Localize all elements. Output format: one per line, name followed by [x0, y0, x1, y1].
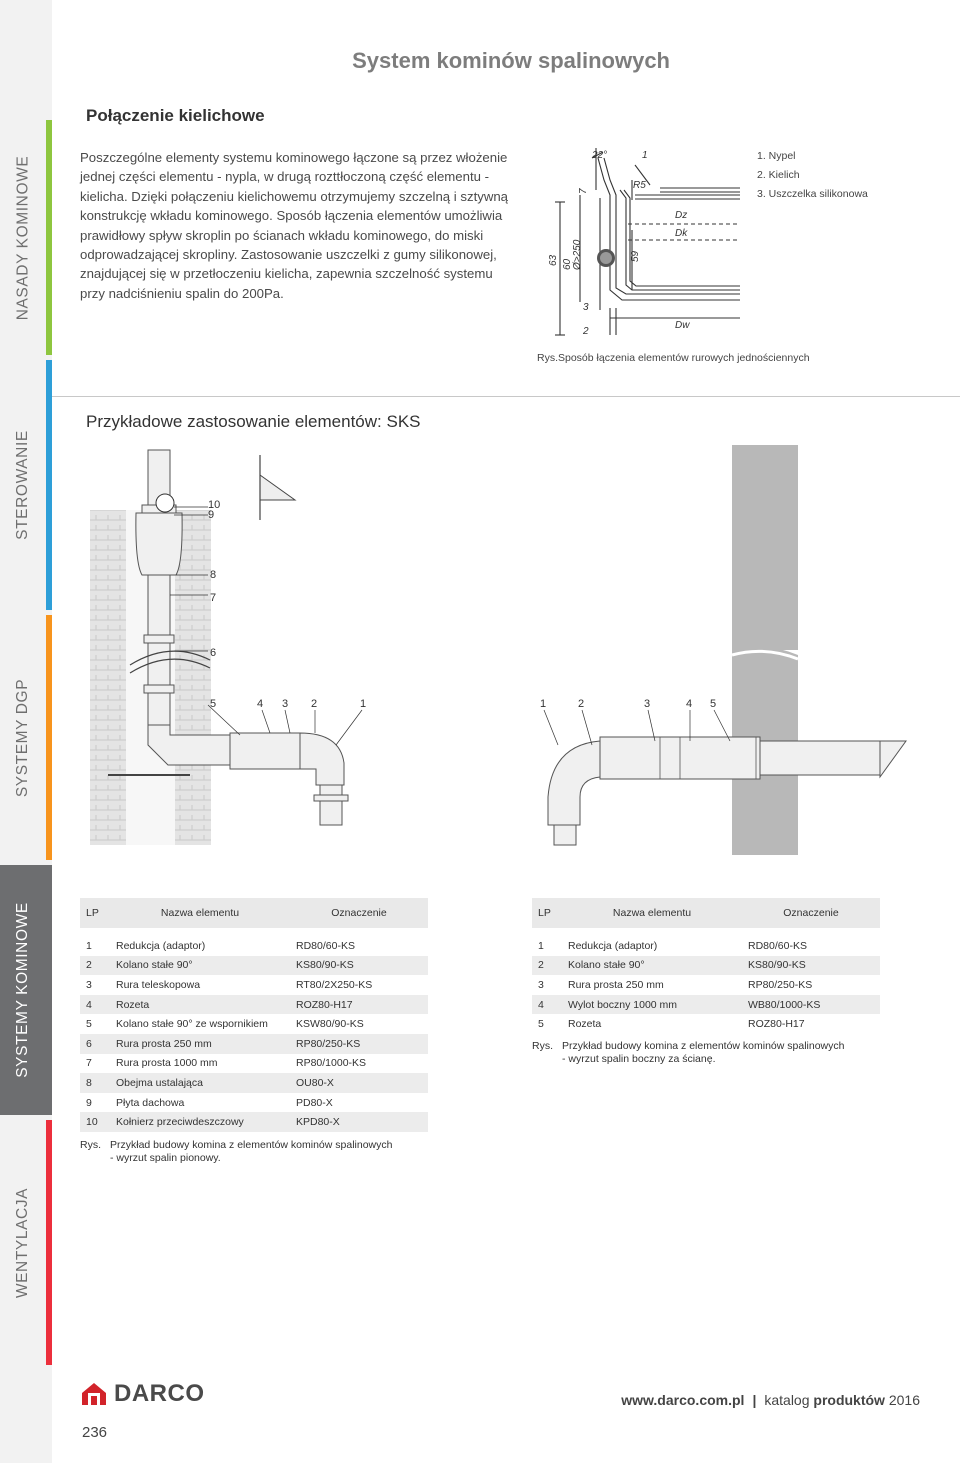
sidebar-item-sterowanie[interactable]: STEROWANIE	[14, 430, 32, 540]
svg-text:Dk: Dk	[675, 228, 688, 239]
svg-text:22°: 22°	[591, 150, 607, 161]
svg-text:Dz: Dz	[675, 210, 687, 221]
header-lp: LP	[532, 898, 562, 928]
svg-text:8: 8	[210, 569, 216, 581]
svg-text:2: 2	[582, 326, 589, 337]
section-paragraph: Poszczególne elementy systemu kominowego…	[80, 150, 509, 301]
sidebar-bar-red	[46, 1120, 52, 1365]
svg-text:9: 9	[208, 509, 214, 521]
svg-text:4: 4	[257, 698, 263, 710]
diagram-caption: Rys.Sposób łączenia elementów rurowych j…	[537, 352, 810, 364]
svg-text:2: 2	[578, 698, 584, 710]
legend-item-2: 2. Kielich	[757, 169, 800, 181]
sidebar: NASADY KOMINOWE STEROWANIE SYSTEMY DGP S…	[0, 0, 52, 1463]
section-divider	[52, 396, 960, 397]
svg-text:1: 1	[360, 698, 366, 710]
header-name: Nazwa elementu	[562, 898, 742, 928]
sidebar-bar-orange	[46, 615, 52, 860]
header-name: Nazwa elementu	[110, 898, 290, 928]
page-title: System kominów spalinowych	[352, 48, 670, 73]
svg-text:1: 1	[540, 698, 546, 710]
svg-text:5: 5	[210, 698, 216, 710]
sidebar-item-systemy-dgp[interactable]: SYSTEMY DGP	[14, 678, 32, 797]
section-title-connection: Połączenie kielichowe	[86, 106, 265, 125]
svg-text:R5: R5	[633, 180, 646, 191]
svg-text:63: 63	[548, 254, 559, 266]
svg-text:60: 60	[562, 258, 573, 270]
svg-text:3: 3	[282, 698, 288, 710]
footer-catalog: katalog produktów 2016	[764, 1392, 920, 1408]
svg-text:4: 4	[686, 698, 692, 710]
vertical-flue-illustration: 10 9 8 7 6 5 4 3 2 1	[90, 449, 366, 845]
side-outlet-illustration: 1 2 3 4 5	[540, 445, 907, 855]
header-code: Oznaczenie	[290, 898, 428, 928]
darco-house-logo-icon	[82, 1383, 106, 1405]
svg-text:5: 5	[710, 698, 716, 710]
legend-item-3: 3. Uszczelka silikonowa	[757, 188, 868, 200]
header-lp: LP	[80, 898, 110, 928]
footer-info: www.darco.com.pl | katalog produktów 2016	[621, 1392, 920, 1408]
sidebar-bar-blue	[46, 360, 52, 610]
sidebar-item-wentylacja[interactable]: WENTYLACJA	[14, 1187, 31, 1298]
section-title-sks: Przykładowe zastosowanie elementów: SKS	[86, 412, 421, 431]
svg-text:7: 7	[578, 188, 589, 194]
logo-text: DARCO	[114, 1380, 205, 1407]
sidebar-bar-green	[46, 120, 52, 355]
socket-joint-diagram: 22° 1 R5 Dz Dk Dw 3 2 7 63 60 Ø>250 59	[548, 148, 740, 337]
svg-text:3: 3	[583, 302, 589, 313]
sidebar-item-systemy-kominowe[interactable]: SYSTEMY KOMINOWE	[0, 865, 46, 1115]
svg-text:1: 1	[642, 150, 648, 161]
legend-item-1: 1. Nypel	[757, 150, 796, 162]
svg-text:7: 7	[210, 592, 216, 604]
svg-text:10: 10	[208, 499, 220, 511]
figure-caption-right: Rys. Przykład budowy komina z elementów …	[532, 1040, 845, 1065]
table-header-row: LP Nazwa elementu Oznaczenie	[80, 898, 428, 928]
table-header-row: LP Nazwa elementu Oznaczenie	[532, 898, 880, 928]
sidebar-item-nasady-kominowe[interactable]: NASADY KOMINOWE	[14, 155, 32, 320]
svg-text:Ø>250: Ø>250	[572, 239, 583, 271]
header-code: Oznaczenie	[742, 898, 880, 928]
sidebar-bar-grey	[46, 865, 52, 1115]
svg-text:59: 59	[630, 250, 641, 262]
footer-separator: |	[752, 1392, 757, 1408]
footer-logo[interactable]: DARCO	[80, 1380, 205, 1408]
svg-text:3: 3	[644, 698, 650, 710]
svg-text:2: 2	[311, 698, 317, 710]
svg-text:Dw: Dw	[675, 320, 690, 331]
svg-text:6: 6	[210, 647, 216, 659]
figure-caption-left: Rys. Przykład budowy komina z elementów …	[80, 1139, 393, 1164]
page-number: 236	[82, 1424, 108, 1441]
footer-url[interactable]: www.darco.com.pl	[621, 1392, 745, 1408]
